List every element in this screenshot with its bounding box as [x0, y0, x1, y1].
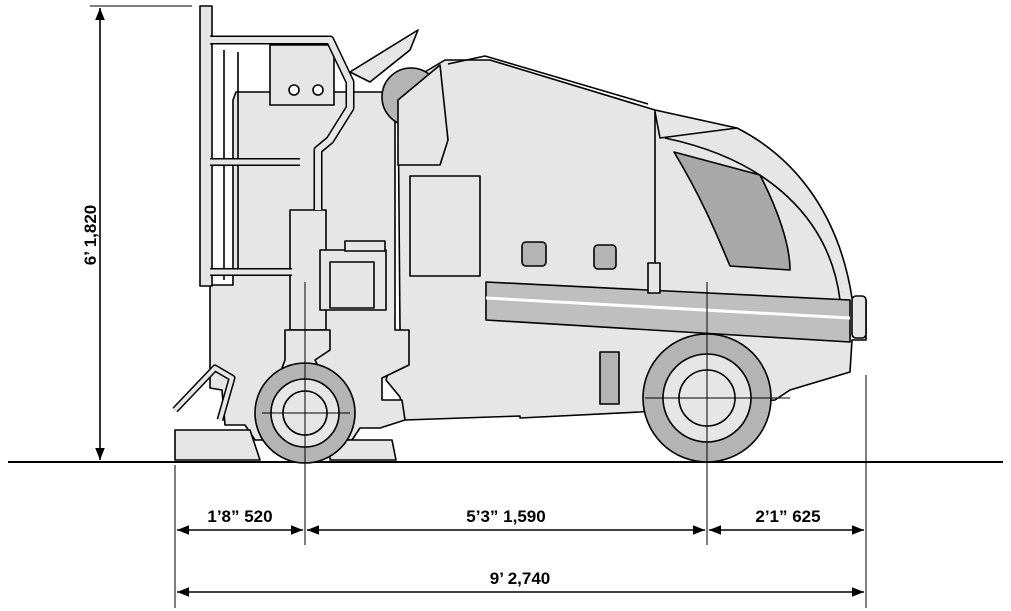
cab-window	[673, 151, 791, 271]
overall-length-label: 9’ 2,740	[490, 569, 551, 588]
machine-body	[172, 5, 867, 461]
side-stripe	[485, 281, 851, 343]
center-lines	[174, 282, 867, 608]
wheelbase-label: 5’3” 1,590	[466, 507, 545, 526]
front-overhang-label: 1’8” 520	[207, 507, 272, 526]
height-dimension	[90, 5, 192, 460]
height-label: 6’ 1,820	[81, 205, 100, 266]
hopper-door	[409, 175, 481, 277]
rear-overhang-label: 2’1” 625	[755, 507, 820, 526]
